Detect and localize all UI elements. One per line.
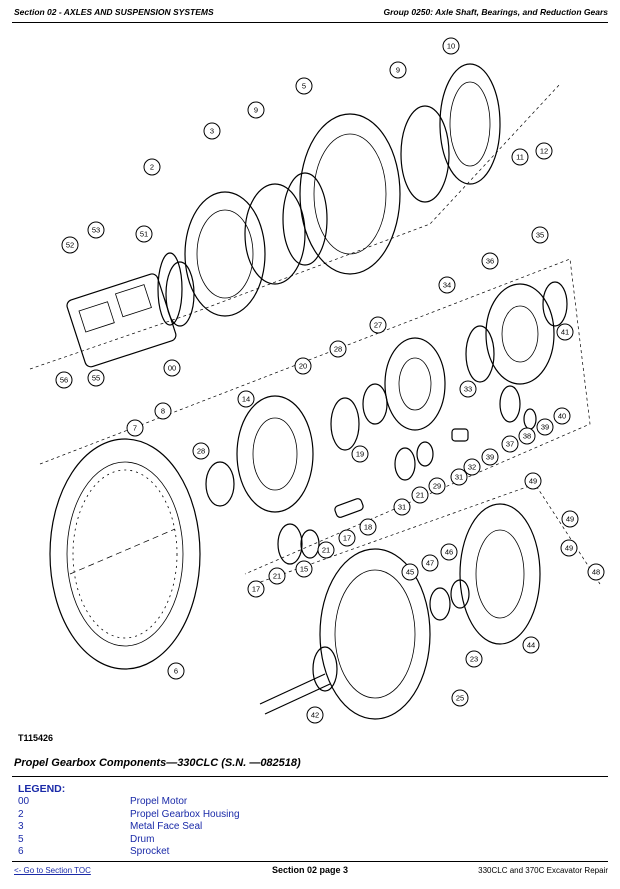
svg-text:25: 25 bbox=[456, 694, 464, 703]
header-rule bbox=[12, 22, 608, 23]
housing-drawing bbox=[157, 63, 501, 326]
legend-item: 2 Propel Gearbox Housing bbox=[18, 809, 318, 822]
svg-text:29: 29 bbox=[433, 482, 441, 491]
svg-text:38: 38 bbox=[523, 432, 531, 441]
svg-text:41: 41 bbox=[561, 328, 569, 337]
svg-text:39: 39 bbox=[541, 423, 549, 432]
legend-code: 2 bbox=[18, 808, 24, 820]
svg-text:37: 37 bbox=[506, 440, 514, 449]
svg-text:5: 5 bbox=[302, 82, 306, 91]
svg-text:36: 36 bbox=[486, 257, 494, 266]
planetary-gears-drawing bbox=[205, 281, 568, 565]
svg-text:49: 49 bbox=[565, 544, 573, 553]
legend-label: Sprocket bbox=[130, 846, 170, 857]
group-header: Group 0250: Axle Shaft, Bearings, and Re… bbox=[383, 7, 608, 17]
svg-text:51: 51 bbox=[140, 230, 148, 239]
svg-text:18: 18 bbox=[364, 523, 372, 532]
section-toc-link[interactable]: <- Go to Section TOC bbox=[14, 866, 91, 875]
svg-text:48: 48 bbox=[592, 568, 600, 577]
svg-text:9: 9 bbox=[254, 106, 258, 115]
legend-item: 5 Drum bbox=[18, 834, 318, 847]
svg-text:21: 21 bbox=[416, 491, 424, 500]
legend-label: Drum bbox=[130, 833, 155, 845]
lower-drum-drawing bbox=[259, 503, 541, 720]
legend-label: Propel Gearbox Housing bbox=[130, 808, 240, 820]
legend-item: 3 Metal Face Seal bbox=[18, 821, 318, 834]
svg-text:52: 52 bbox=[66, 241, 74, 250]
legend-title: LEGEND: bbox=[18, 783, 66, 795]
page-label: Section 02 page 3 bbox=[271, 865, 349, 875]
svg-text:31: 31 bbox=[398, 503, 406, 512]
svg-text:23: 23 bbox=[470, 655, 478, 664]
svg-text:28: 28 bbox=[334, 345, 342, 354]
svg-text:46: 46 bbox=[445, 548, 453, 557]
svg-text:45: 45 bbox=[406, 568, 414, 577]
legend-code: 6 bbox=[18, 846, 24, 857]
svg-text:21: 21 bbox=[273, 572, 281, 581]
sprocket-drawing bbox=[49, 438, 201, 670]
legend-code: 00 bbox=[18, 796, 30, 807]
svg-text:42: 42 bbox=[311, 711, 319, 720]
svg-text:55: 55 bbox=[92, 374, 100, 383]
legend-list: 00 Propel Motor 2 Propel Gearbox Housing… bbox=[18, 796, 318, 859]
legend-item: 6 Sprocket bbox=[18, 846, 318, 859]
legend-item: 00 Propel Motor bbox=[18, 796, 318, 809]
svg-text:15: 15 bbox=[300, 565, 308, 574]
svg-text:14: 14 bbox=[242, 395, 250, 404]
model-label: 330CLC and 370C Excavator Repair bbox=[478, 866, 608, 875]
svg-text:6: 6 bbox=[174, 667, 178, 676]
svg-text:9: 9 bbox=[396, 66, 400, 75]
svg-text:56: 56 bbox=[60, 376, 68, 385]
svg-text:49: 49 bbox=[566, 515, 574, 524]
svg-text:10: 10 bbox=[447, 42, 455, 51]
svg-text:12: 12 bbox=[540, 147, 548, 156]
section-header: Section 02 - AXLES AND SUSPENSION SYSTEM… bbox=[14, 7, 214, 17]
footer-rule bbox=[12, 861, 608, 862]
caption-rule bbox=[12, 776, 608, 777]
svg-text:39: 39 bbox=[486, 453, 494, 462]
svg-text:34: 34 bbox=[443, 281, 451, 290]
exploded-parts-diagram: 10 9 5 9 3 2 11 12 53 52 51 35 36 34 27 … bbox=[29, 37, 605, 724]
propel-motor-drawing bbox=[66, 261, 195, 368]
svg-text:7: 7 bbox=[133, 424, 137, 433]
svg-text:31: 31 bbox=[455, 473, 463, 482]
svg-text:17: 17 bbox=[252, 585, 260, 594]
svg-text:40: 40 bbox=[558, 412, 566, 421]
svg-text:20: 20 bbox=[299, 362, 307, 371]
figure-caption: Propel Gearbox Components—330CLC (S.N. —… bbox=[14, 757, 301, 769]
svg-text:00: 00 bbox=[168, 364, 176, 373]
svg-text:35: 35 bbox=[536, 231, 544, 240]
svg-text:49: 49 bbox=[529, 477, 537, 486]
svg-text:28: 28 bbox=[197, 447, 205, 456]
legend-label: Metal Face Seal bbox=[130, 821, 203, 832]
legend-label: Propel Motor bbox=[130, 796, 188, 807]
callout-markers: 10 9 5 9 3 2 11 12 53 52 51 35 36 34 27 … bbox=[55, 37, 605, 724]
svg-text:21: 21 bbox=[322, 546, 330, 555]
svg-text:33: 33 bbox=[464, 385, 472, 394]
svg-text:47: 47 bbox=[426, 559, 434, 568]
svg-text:53: 53 bbox=[92, 226, 100, 235]
svg-text:27: 27 bbox=[374, 321, 382, 330]
svg-text:17: 17 bbox=[343, 534, 351, 543]
legend-code: 3 bbox=[18, 821, 24, 832]
svg-text:44: 44 bbox=[527, 641, 535, 650]
legend-code: 5 bbox=[18, 833, 24, 845]
svg-text:3: 3 bbox=[210, 127, 214, 136]
svg-text:19: 19 bbox=[356, 450, 364, 459]
figure-id: T115426 bbox=[18, 733, 54, 743]
svg-text:11: 11 bbox=[516, 153, 524, 162]
svg-text:2: 2 bbox=[150, 163, 154, 172]
svg-text:8: 8 bbox=[161, 407, 165, 416]
svg-text:32: 32 bbox=[468, 463, 476, 472]
